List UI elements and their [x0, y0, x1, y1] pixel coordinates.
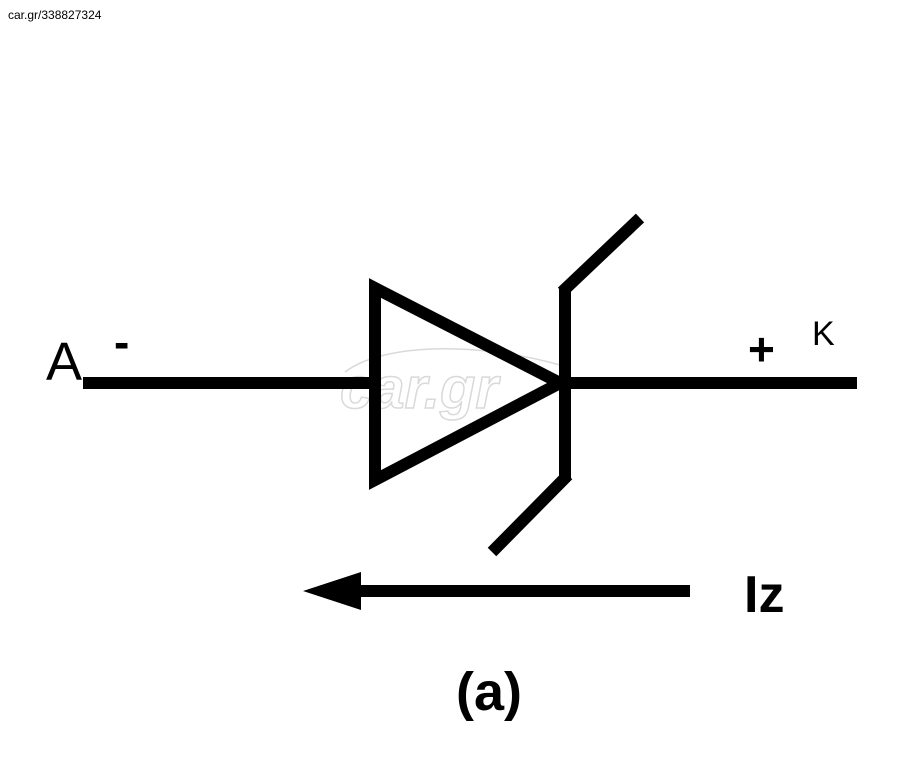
anode-label: A — [46, 332, 82, 392]
current-label: Iz — [744, 566, 784, 624]
diode-triangle — [369, 278, 574, 490]
current-arrow-head — [303, 572, 361, 610]
cathode-polarity: + — [748, 323, 775, 375]
cathode-label: K — [812, 315, 835, 353]
logo-swoosh — [344, 347, 561, 373]
zener-bend-top — [557, 213, 645, 297]
zener-bend-bottom — [487, 470, 573, 557]
figure-caption: (a) — [456, 662, 522, 722]
anode-polarity: - — [114, 316, 129, 368]
listing-id-watermark: car.gr/338827324 — [8, 8, 102, 22]
